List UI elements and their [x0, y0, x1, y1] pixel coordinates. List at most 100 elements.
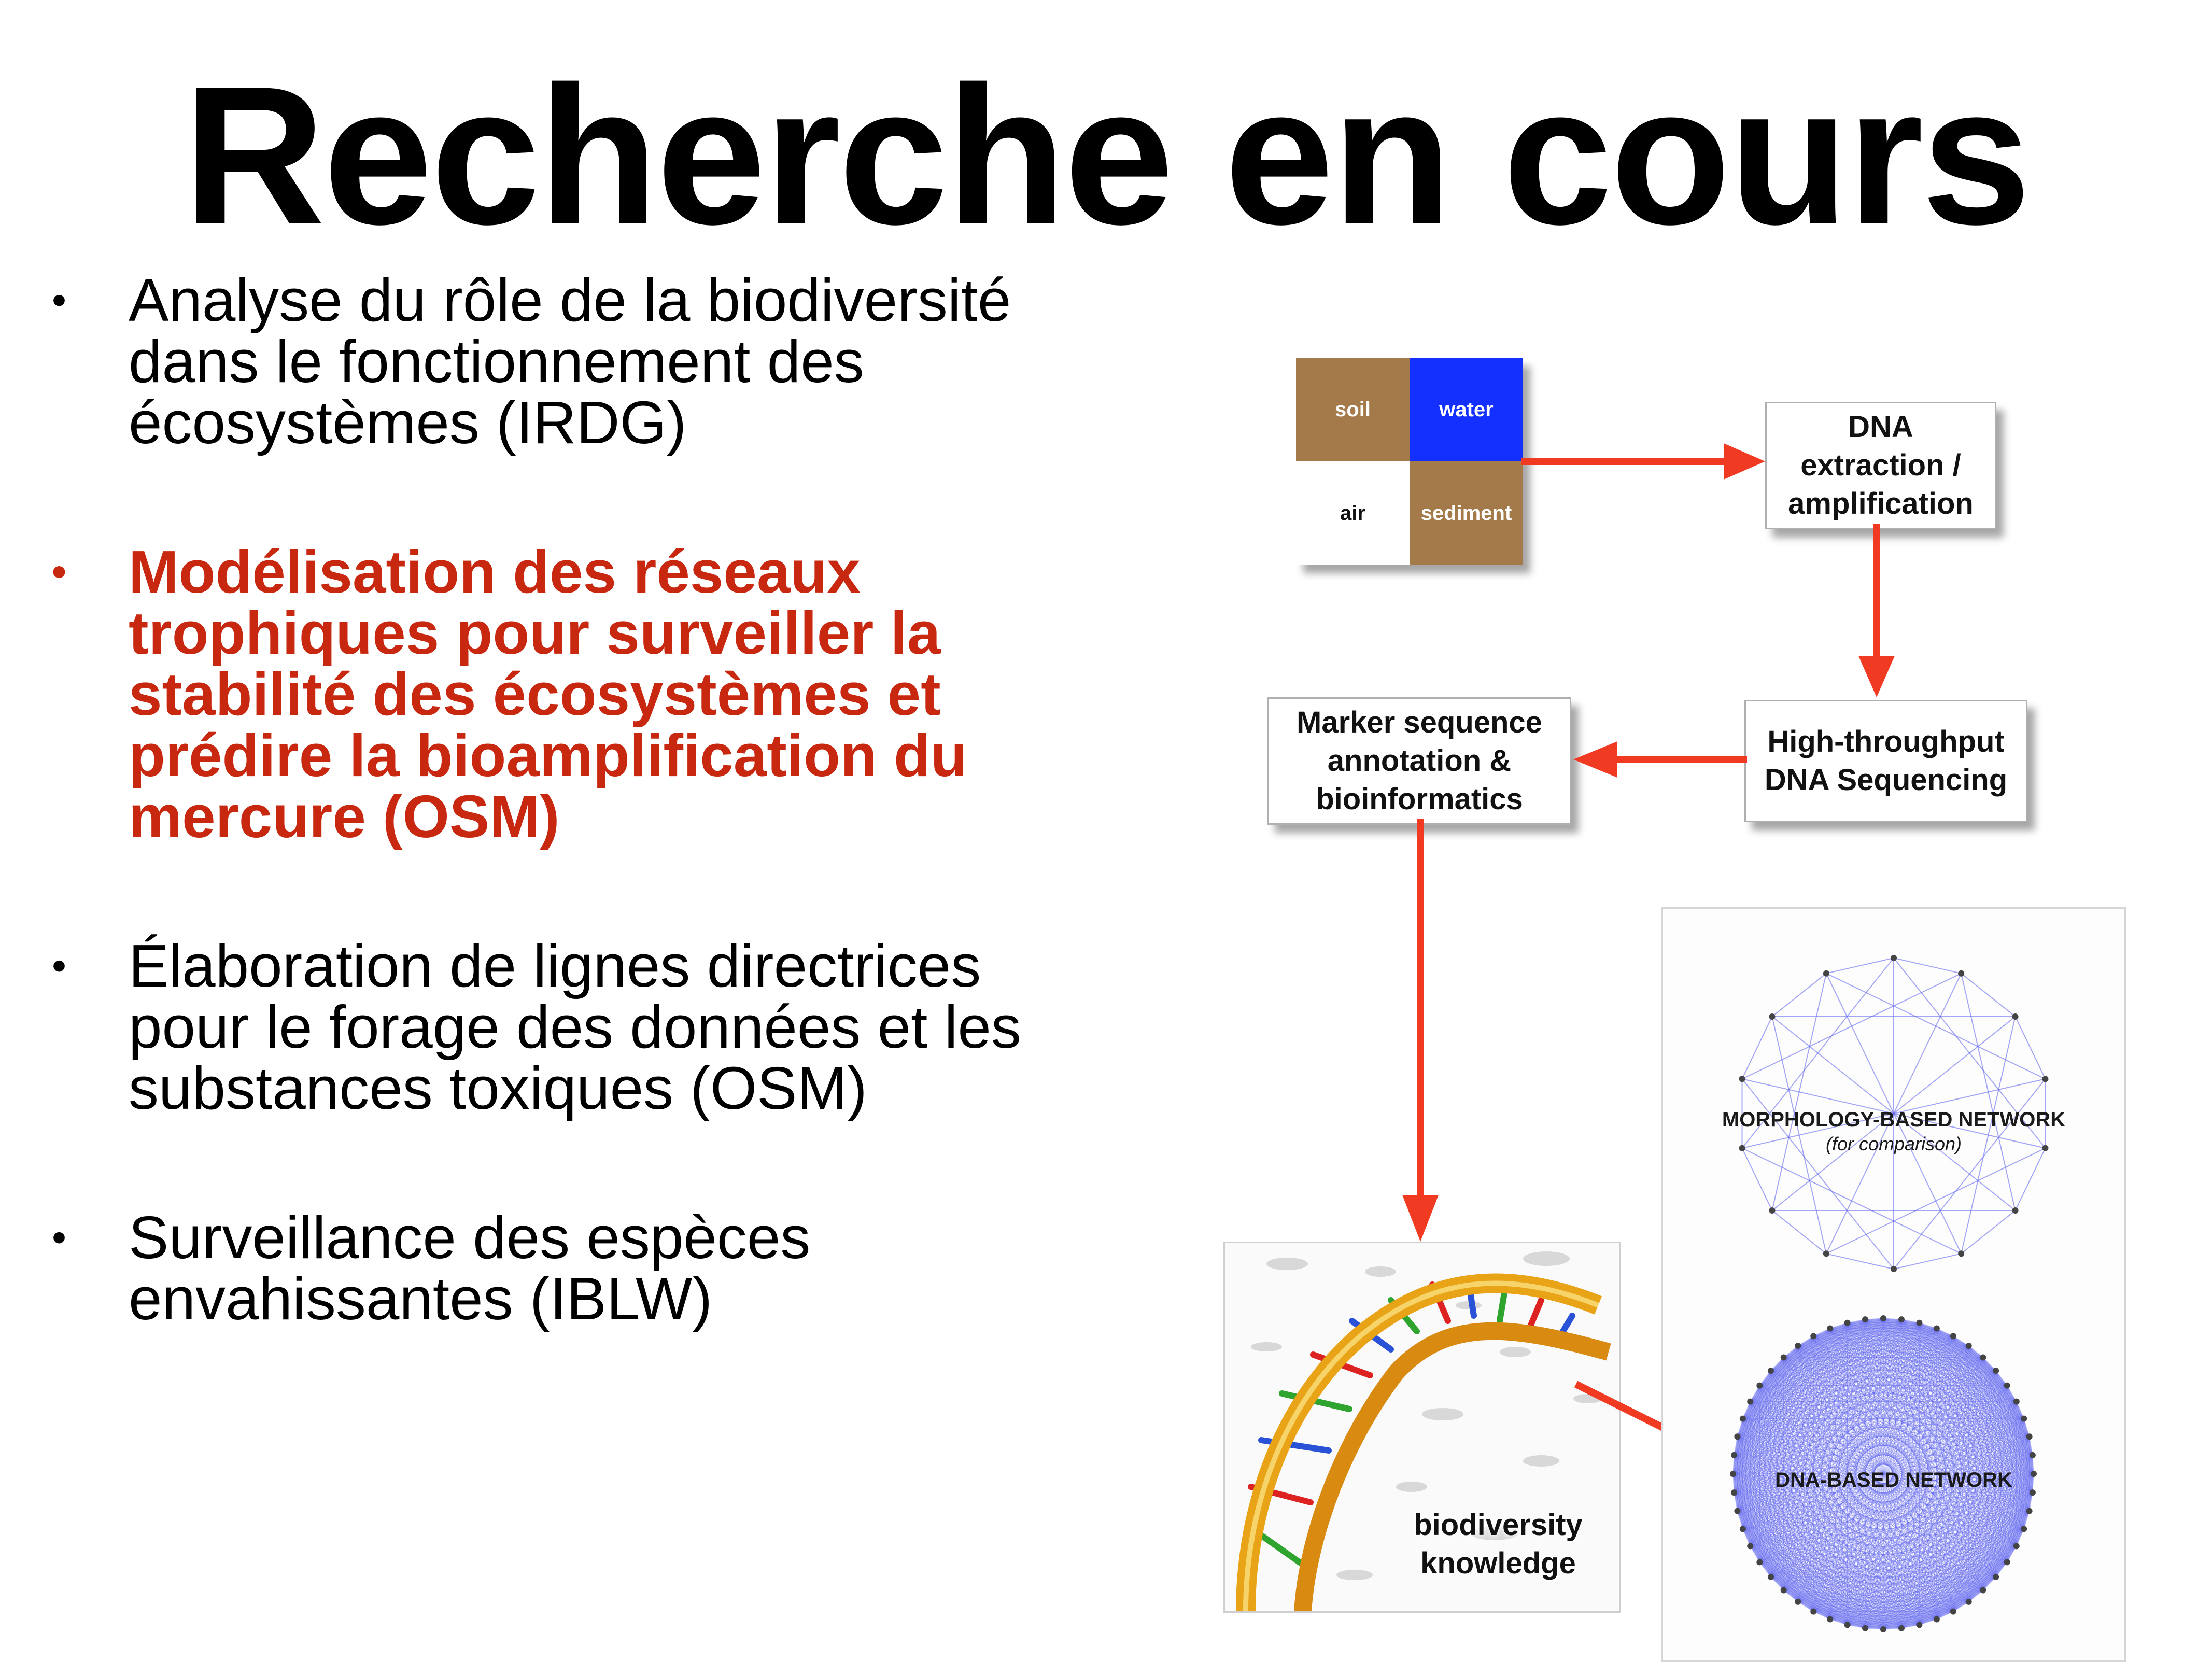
network-edge — [1750, 1370, 1996, 1402]
network-edge — [1919, 1455, 2033, 1625]
network-edge — [1737, 1436, 2030, 1512]
network-edge — [1750, 1401, 2017, 1546]
network-edge — [2007, 1385, 2030, 1511]
network-edge — [1919, 1322, 2008, 1562]
network-edge — [1734, 1492, 1784, 1590]
network-edge — [1995, 1511, 2030, 1578]
network-edge — [1865, 1319, 1902, 1628]
network-edge — [1883, 1318, 2017, 1546]
network-edge — [1737, 1328, 1830, 1512]
network-edge — [1995, 1370, 2030, 1511]
network-edge — [1783, 1336, 1954, 1590]
network-edge — [1770, 1576, 1983, 1591]
network-edge — [1883, 1357, 1983, 1630]
network-edge — [1830, 1328, 1953, 1336]
network-edge — [1750, 1436, 2030, 1546]
network-edge — [1750, 1370, 1771, 1546]
network-edge — [1770, 1576, 1830, 1619]
network-edge — [1734, 1455, 2033, 1493]
network-edge — [1813, 1385, 2008, 1612]
network-edge — [1734, 1357, 1983, 1456]
network-edge — [1742, 1328, 1830, 1419]
network-edge — [1742, 1529, 1771, 1578]
network-edge — [1936, 1328, 1996, 1578]
network-edge — [1737, 1370, 1771, 1437]
network-edge — [1813, 1336, 1830, 1619]
network-edge — [1742, 1319, 1902, 1529]
network-edge — [1865, 1601, 1969, 1629]
network-edge — [1759, 1385, 2033, 1493]
network-edge — [2016, 1436, 2030, 1546]
network-edge — [1737, 1322, 1920, 1512]
network-edge — [1813, 1328, 1937, 1612]
network-edge — [1936, 1511, 2030, 1619]
network-edge — [1771, 1016, 1827, 1254]
network-edge — [1995, 1529, 2024, 1578]
network-edge — [1847, 1322, 2008, 1562]
network-edge — [1829, 1401, 2017, 1619]
network-edge — [1813, 1335, 1996, 1371]
network-edge — [1737, 1511, 1743, 1529]
network-edge — [1770, 1576, 1953, 1612]
network-edge — [1770, 1328, 1830, 1578]
network-edge — [1901, 1473, 2034, 1629]
network-edge — [1737, 1436, 1760, 1562]
network-edge — [1798, 1322, 1920, 1346]
network-edge — [1883, 1318, 1954, 1612]
network-edge — [1901, 1319, 1969, 1602]
bullet-item: • Surveillance des espèces envahissantes… — [52, 1207, 1115, 1329]
network-edge — [1770, 1545, 2017, 1578]
network-edge — [1936, 1328, 1996, 1371]
network-node — [1756, 1559, 1763, 1566]
network-edge — [1847, 1322, 1969, 1346]
network-edge — [1737, 1511, 1884, 1630]
network-edge — [1770, 1319, 1866, 1371]
network-edge — [1829, 1511, 2030, 1620]
network-edge — [1883, 1318, 2034, 1474]
network-edge — [1936, 1576, 1996, 1619]
network-edge — [1901, 1319, 2033, 1493]
network-edge — [1770, 1370, 1983, 1590]
network-edge — [1847, 1322, 1866, 1628]
network-edge — [1732, 1455, 2033, 1474]
network-edge — [1734, 1336, 1814, 1493]
network-edge — [1798, 1601, 1920, 1625]
network-edge — [1829, 1328, 2024, 1529]
network-edge — [1750, 1546, 1784, 1590]
network-edge — [1750, 1401, 2033, 1456]
network-edge — [1750, 1511, 2030, 1547]
network-edge — [1732, 1319, 1902, 1474]
network-edge — [1847, 1322, 2030, 1512]
network-edge — [1742, 1418, 1751, 1546]
network-edge — [1783, 1589, 1937, 1620]
network-edge — [1770, 1455, 2033, 1578]
network-edge — [1829, 1328, 2030, 1512]
network-edge — [1798, 1601, 1902, 1629]
network-edge — [1734, 1455, 2030, 1512]
network-edge — [1865, 1319, 1884, 1630]
network-edge — [1847, 1473, 2034, 1625]
network-edge — [1813, 1335, 2034, 1474]
network-edge — [1759, 1346, 1798, 1562]
network-edge — [1813, 1336, 1954, 1612]
network-edge — [1734, 1370, 1771, 1493]
network-edge — [1813, 1336, 1969, 1602]
network-edge — [1734, 1418, 2024, 1493]
network-edge — [1734, 1385, 1760, 1456]
network-edge — [1737, 1319, 1902, 1437]
network-edge — [1901, 1319, 1937, 1619]
network-edge — [1737, 1436, 1798, 1602]
network-edge — [1770, 1345, 1969, 1578]
network-edge — [1829, 1455, 2033, 1619]
network-edge — [1759, 1385, 1830, 1619]
network-edge — [1770, 1335, 1953, 1371]
network-edge — [2016, 1473, 2034, 1546]
network-node — [1769, 1207, 1776, 1214]
network-edge — [1865, 1319, 1937, 1619]
network-edge — [1734, 1418, 2024, 1456]
network-edge — [1883, 1328, 1937, 1630]
network-edge — [1968, 1345, 2033, 1493]
network-edge — [1737, 1511, 1954, 1612]
network-edge — [1953, 1561, 2008, 1612]
network-edge — [1742, 1418, 1848, 1625]
